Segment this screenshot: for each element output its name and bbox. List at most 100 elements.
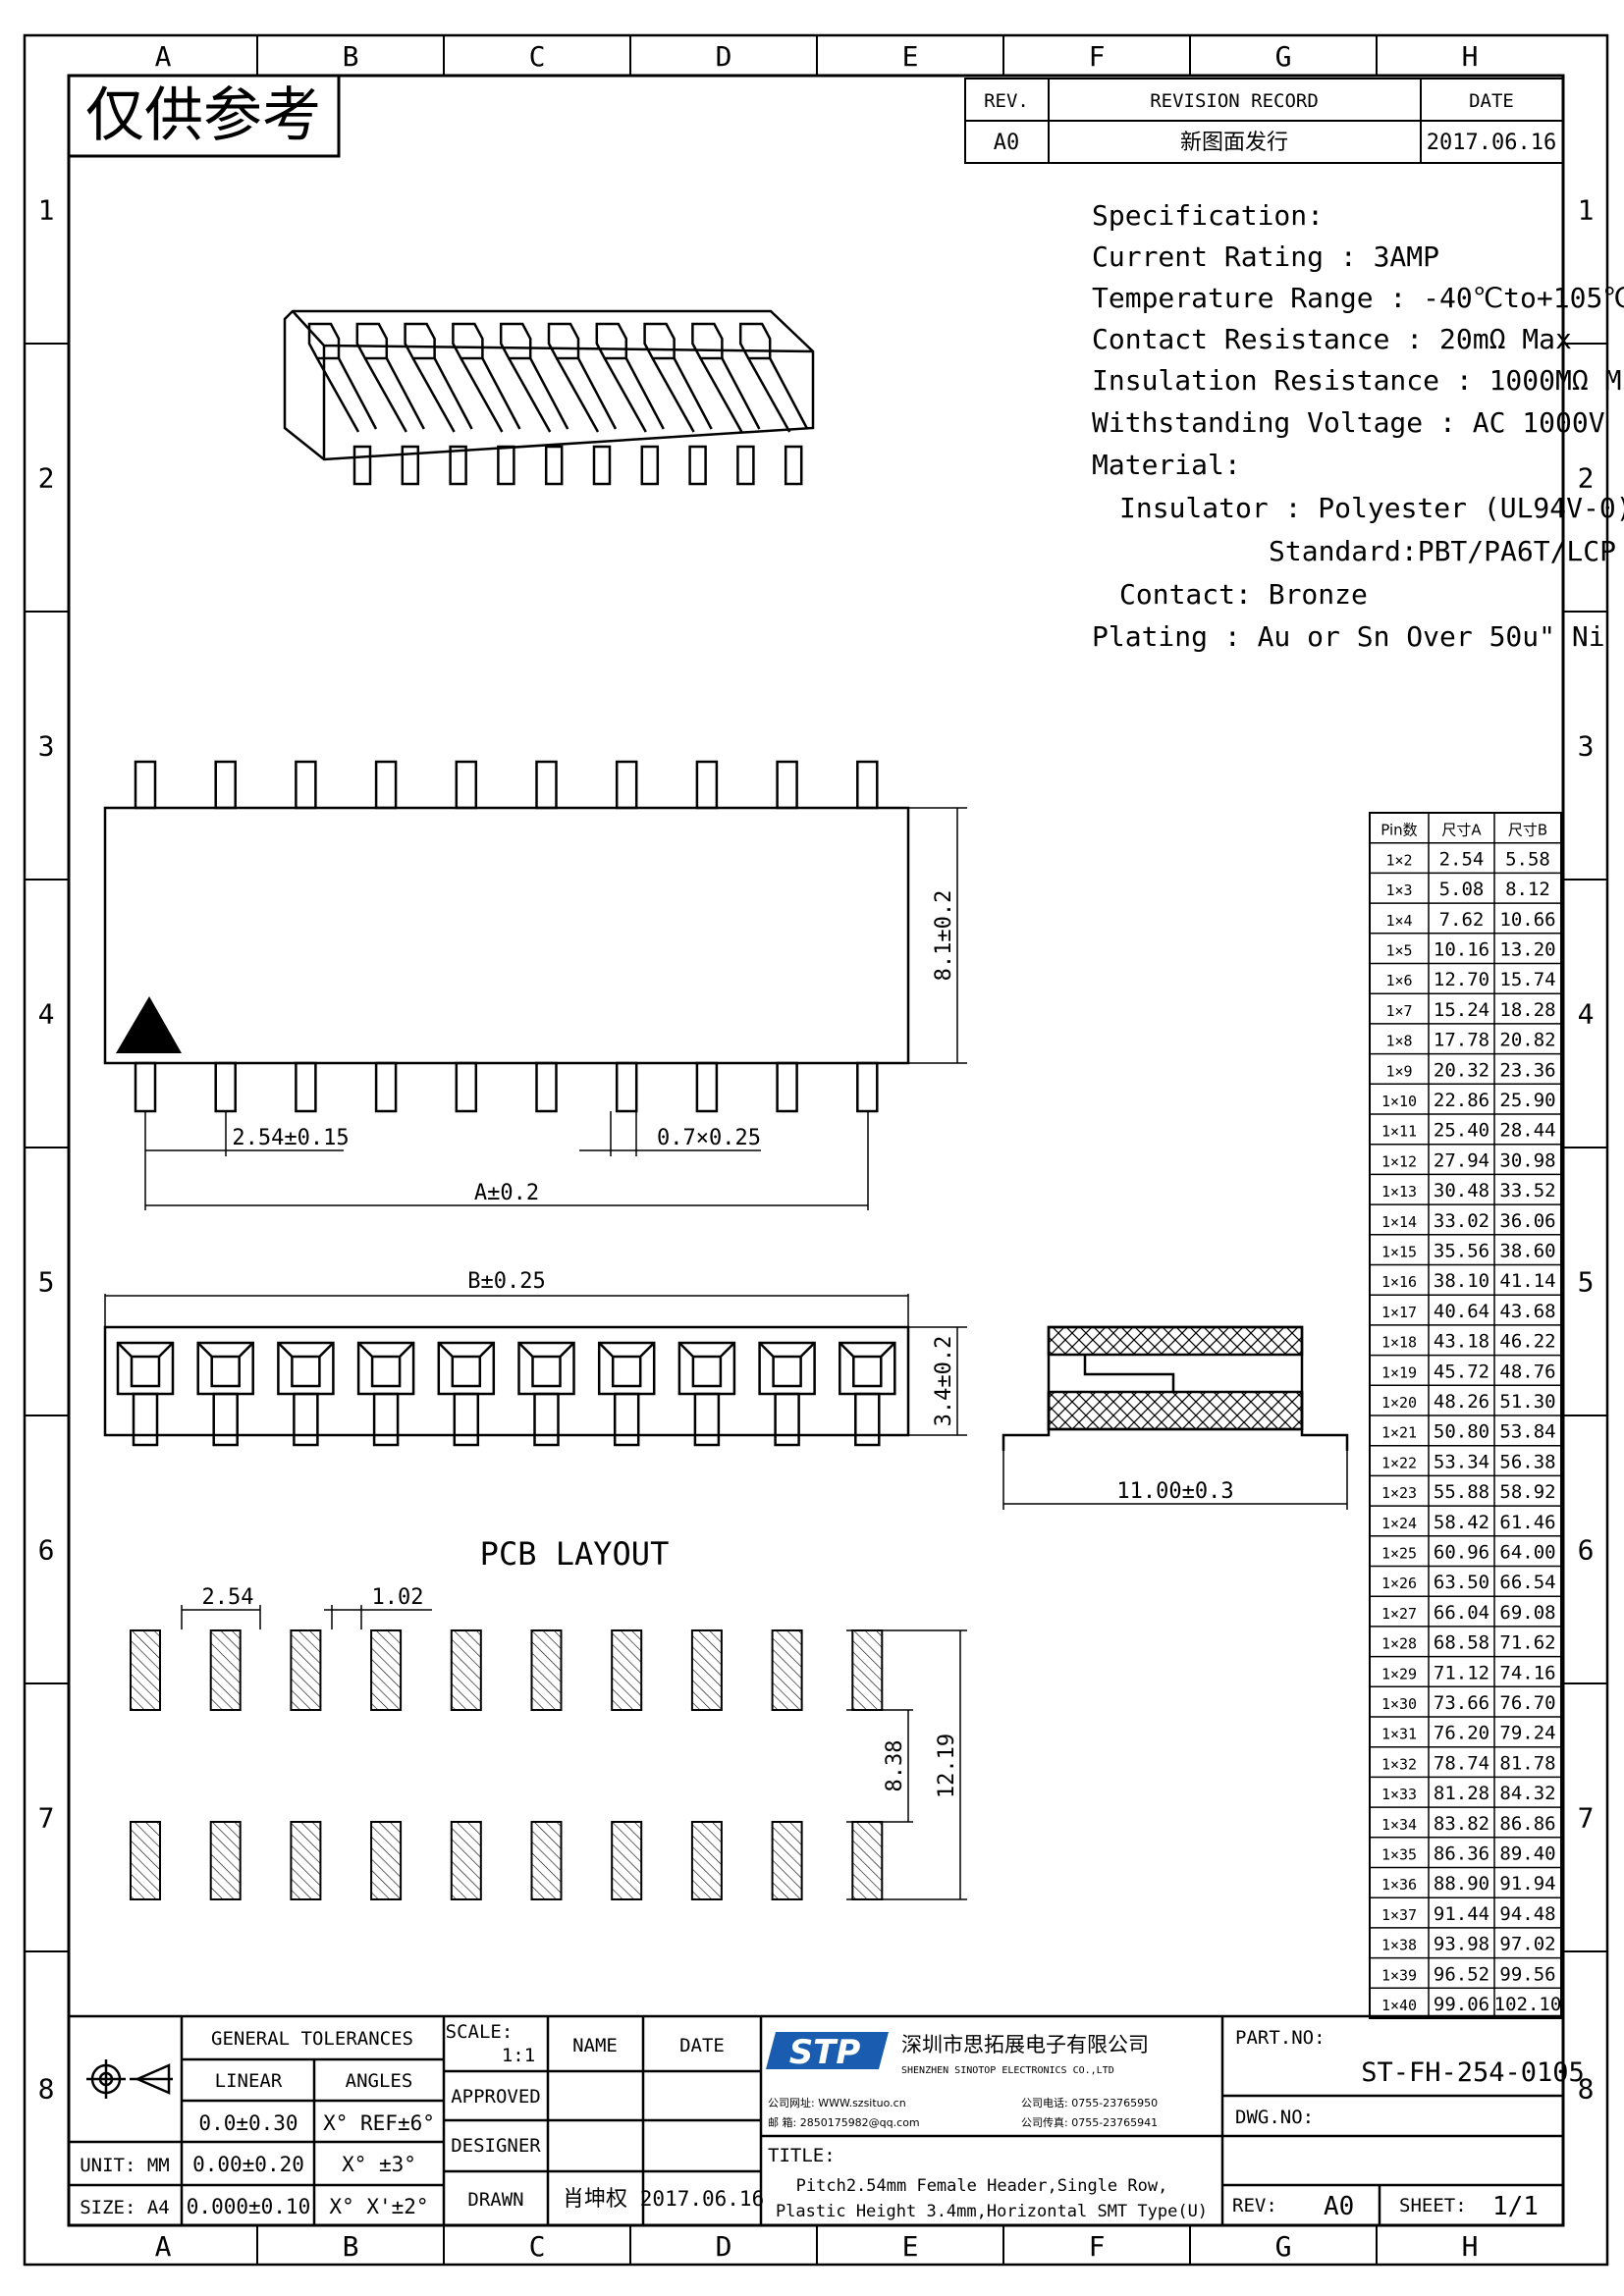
- pin-table-cell: 30.98: [1499, 1149, 1555, 1171]
- top-pin-lower: [374, 1061, 398, 1113]
- grid-col-label: C: [529, 40, 546, 73]
- title-line-1: Pitch2.54mm Female Header,Single Row,: [796, 2176, 1168, 2196]
- pin-table-cell: 1×7: [1385, 1002, 1412, 1020]
- pin-table-cell: 81.78: [1499, 1752, 1555, 1774]
- pin-table-cell: 36.06: [1499, 1210, 1555, 1232]
- designer-label: DESIGNER: [451, 2135, 541, 2157]
- pin-table-cell: 1×20: [1381, 1394, 1417, 1412]
- grid-col-label: F: [1089, 2230, 1106, 2263]
- pin-table-cell: 25.40: [1434, 1120, 1489, 1142]
- iso-tail: [401, 445, 420, 486]
- pin-table-cell: 41.14: [1499, 1270, 1555, 1292]
- tol-title: GENERAL TOLERANCES: [211, 2028, 413, 2050]
- pin-table-cell: 23.36: [1499, 1059, 1555, 1081]
- iso-tail: [449, 445, 467, 486]
- pcb-title: PCB LAYOUT: [480, 1535, 670, 1573]
- pcb-pad-bottom: [771, 1821, 803, 1900]
- grid-row-label: 8: [1578, 2073, 1595, 2106]
- pin-table-cell: 1×36: [1381, 1876, 1417, 1894]
- pcb-pad-top: [611, 1629, 643, 1711]
- pin-table-cell: 76.20: [1434, 1723, 1489, 1744]
- pin-table-cell: 1×16: [1381, 1273, 1417, 1291]
- pin-table-cell: 22.86: [1434, 1090, 1489, 1111]
- side-cavity-inner: [839, 1342, 896, 1388]
- pcb-pad-top: [209, 1629, 242, 1711]
- top-view: [103, 760, 967, 1210]
- spec-line: Temperature Range : -40℃to+105℃: [1092, 282, 1624, 314]
- grid-col-label: E: [902, 2230, 919, 2263]
- pin-table-cell: 2.54: [1439, 848, 1485, 870]
- pin-table-cell: 86.86: [1499, 1813, 1555, 1835]
- pcb-pad-bottom: [450, 1821, 482, 1900]
- pcb-pad-top: [690, 1629, 723, 1711]
- drawn-label: DRAWN: [467, 2189, 523, 2211]
- scale-label: SCALE:: [446, 2021, 514, 2043]
- side-cavity-inner: [117, 1342, 174, 1388]
- iso-contact: [555, 357, 618, 433]
- side-cavity-inner: [277, 1342, 335, 1388]
- dwg-label: DWG.NO:: [1235, 2107, 1314, 2128]
- side-pin: [453, 1392, 480, 1447]
- approved-label: APPROVED: [451, 2086, 541, 2108]
- scale-value: 1:1: [502, 2045, 535, 2066]
- section-body: [1047, 1325, 1304, 1431]
- pin-table-cell: 1×11: [1381, 1123, 1417, 1141]
- pin-table-cell: 20.82: [1499, 1030, 1555, 1051]
- pin-table-cell: 1×27: [1381, 1605, 1417, 1623]
- pin-table-header: 尺寸A: [1441, 822, 1482, 839]
- spec-line: Insulation Resistance : 1000MΩ Min: [1092, 364, 1624, 397]
- iso-contact: [315, 357, 378, 433]
- side-cavity: [839, 1341, 896, 1396]
- pcb-pad-bottom: [209, 1821, 242, 1900]
- title-line-2: Plastic Height 3.4mm,Horizontal SMT Type…: [776, 2202, 1208, 2221]
- pin-table-header: 尺寸B: [1508, 822, 1547, 839]
- pin-table-cell: 91.44: [1434, 1903, 1489, 1925]
- side-cavity: [677, 1341, 736, 1396]
- pin-table-cell: 43.18: [1434, 1331, 1489, 1353]
- pin-table-cell: 84.32: [1499, 1783, 1555, 1804]
- pcb-pad-bottom: [290, 1821, 322, 1900]
- pcb-pad-bottom: [130, 1821, 161, 1900]
- side-cavity: [758, 1341, 816, 1396]
- pcb-pad-top: [370, 1629, 403, 1711]
- grid-row-label: 3: [1578, 730, 1595, 763]
- pin-table-cell: 1×18: [1381, 1334, 1417, 1352]
- pin-table-cell: 99.06: [1434, 1994, 1489, 2015]
- grid-col-label: D: [716, 2230, 732, 2263]
- pin-table-cell: 48.76: [1499, 1361, 1555, 1382]
- drawn-date: 2017.06.16: [640, 2187, 764, 2211]
- dim-pitch: 2.54±0.15: [232, 1126, 349, 1150]
- side-cavity-inner: [437, 1342, 495, 1388]
- top-pin-upper: [295, 760, 317, 810]
- pin-table-cell: 1×10: [1381, 1093, 1417, 1110]
- dim-b-length: B±0.25: [467, 1269, 545, 1294]
- dim-height-side: 3.4±0.2: [932, 1336, 956, 1427]
- pin-table-cell: 33.52: [1499, 1180, 1555, 1201]
- top-pin-lower: [776, 1061, 798, 1113]
- pcb-pad-top: [851, 1629, 884, 1711]
- iso-tail: [784, 445, 803, 486]
- side-cavity: [196, 1341, 254, 1396]
- pin1-marker: [116, 996, 182, 1053]
- pin-table-cell: 1×25: [1381, 1545, 1417, 1563]
- grid-ticks: [25, 35, 1607, 2265]
- side-pin: [212, 1392, 239, 1447]
- size-label: SIZE: A4: [80, 2197, 170, 2218]
- company-fax: 公司传真: 0755-23765941: [1021, 2115, 1158, 2129]
- pcb-dimensions: [181, 1605, 967, 1900]
- spec-line: Plating : Au or Sn Over 50u" Ni: [1092, 620, 1605, 653]
- pcb-pad-top: [450, 1629, 482, 1711]
- pin-table-cell: 81.28: [1434, 1783, 1489, 1804]
- pin-table-cell: 1×21: [1381, 1424, 1417, 1442]
- side-cavity-inner: [357, 1342, 414, 1388]
- pin-table-cell: 53.34: [1434, 1451, 1489, 1472]
- pin-table-cell: 1×31: [1381, 1726, 1417, 1743]
- rev-header-record: REVISION RECORD: [1150, 90, 1319, 112]
- grid-row-label: 4: [1578, 998, 1595, 1031]
- company-name-en: SHENZHEN SINOTOP ELECTRONICS CO.,LTD: [901, 2065, 1114, 2076]
- pin-table-cell: 1×29: [1381, 1665, 1417, 1682]
- grid-col-label: H: [1462, 40, 1479, 73]
- pin-table-cell: 88.90: [1434, 1873, 1489, 1895]
- top-pin-upper: [535, 760, 558, 810]
- grid-col-label: F: [1089, 40, 1106, 73]
